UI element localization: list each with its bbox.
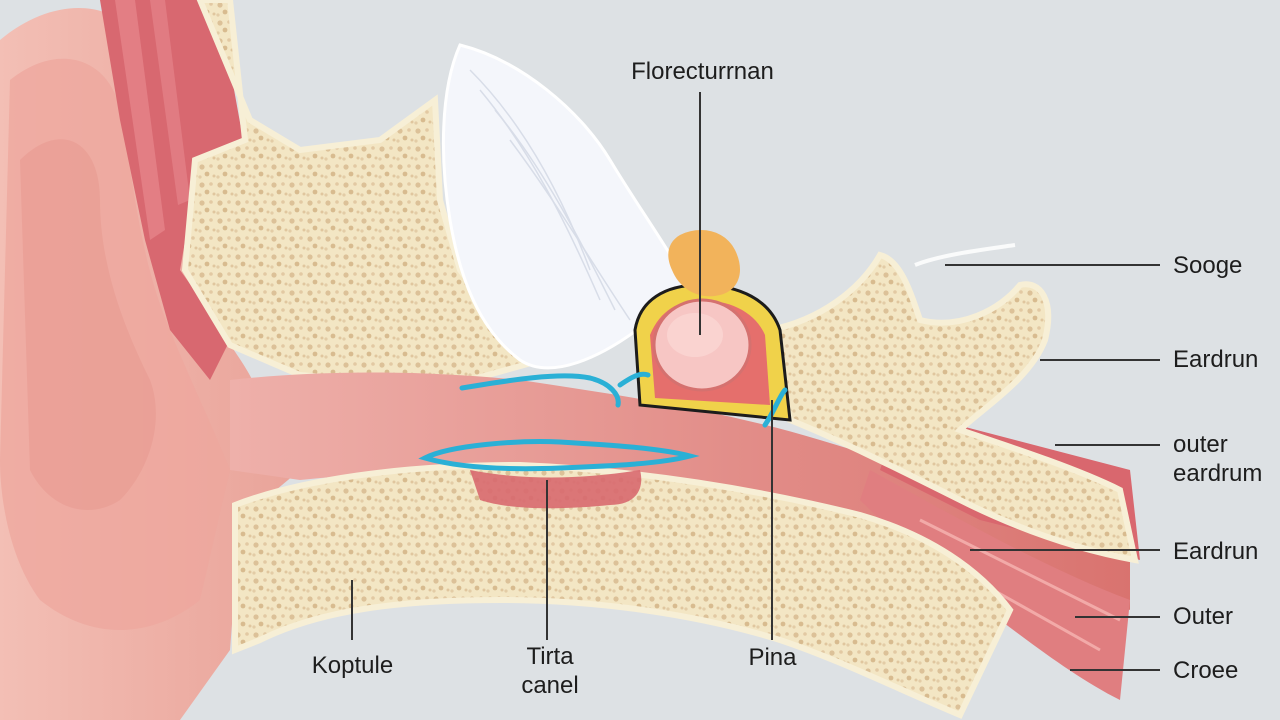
stapes-line (914, 243, 1016, 267)
label-outer-eardrum: outer eardrum (1173, 430, 1262, 488)
label-croee: Croee (1173, 657, 1239, 684)
cyan-outlines (418, 371, 788, 472)
label-tirta: Tirta (526, 643, 574, 670)
pinna-shape (0, 8, 300, 720)
label-eardrun-1: Eardrun (1173, 346, 1259, 373)
label-sooge: Sooge (1173, 252, 1243, 279)
cartilage-fold (441, 43, 692, 370)
label-eardrun-2: Eardrun (1173, 538, 1259, 565)
eardrum-structure (633, 283, 792, 422)
label-canel: canel (521, 672, 579, 699)
label-outer: Outer (1173, 603, 1234, 630)
leader-lines (351, 92, 1160, 671)
lower-temporal-bone (232, 461, 1014, 719)
canal-pocket (470, 470, 642, 509)
label-koptule: Koptule (311, 652, 394, 679)
label-outer-eardrum-line1: outer (1173, 431, 1228, 458)
right-temporal-bone (766, 251, 1139, 564)
muscle-upper (100, 0, 245, 380)
ossicle (668, 230, 740, 297)
label-outer-eardrum-line2: eardrum (1173, 460, 1263, 487)
cartilage-lines (469, 69, 631, 321)
label-top: Florecturrnan (631, 58, 774, 85)
upper-temporal-bone (181, 0, 568, 389)
label-pina: Pina (748, 644, 797, 671)
label-tirta-canel: Tirta canel (495, 642, 605, 700)
ear-canal (230, 372, 1130, 610)
